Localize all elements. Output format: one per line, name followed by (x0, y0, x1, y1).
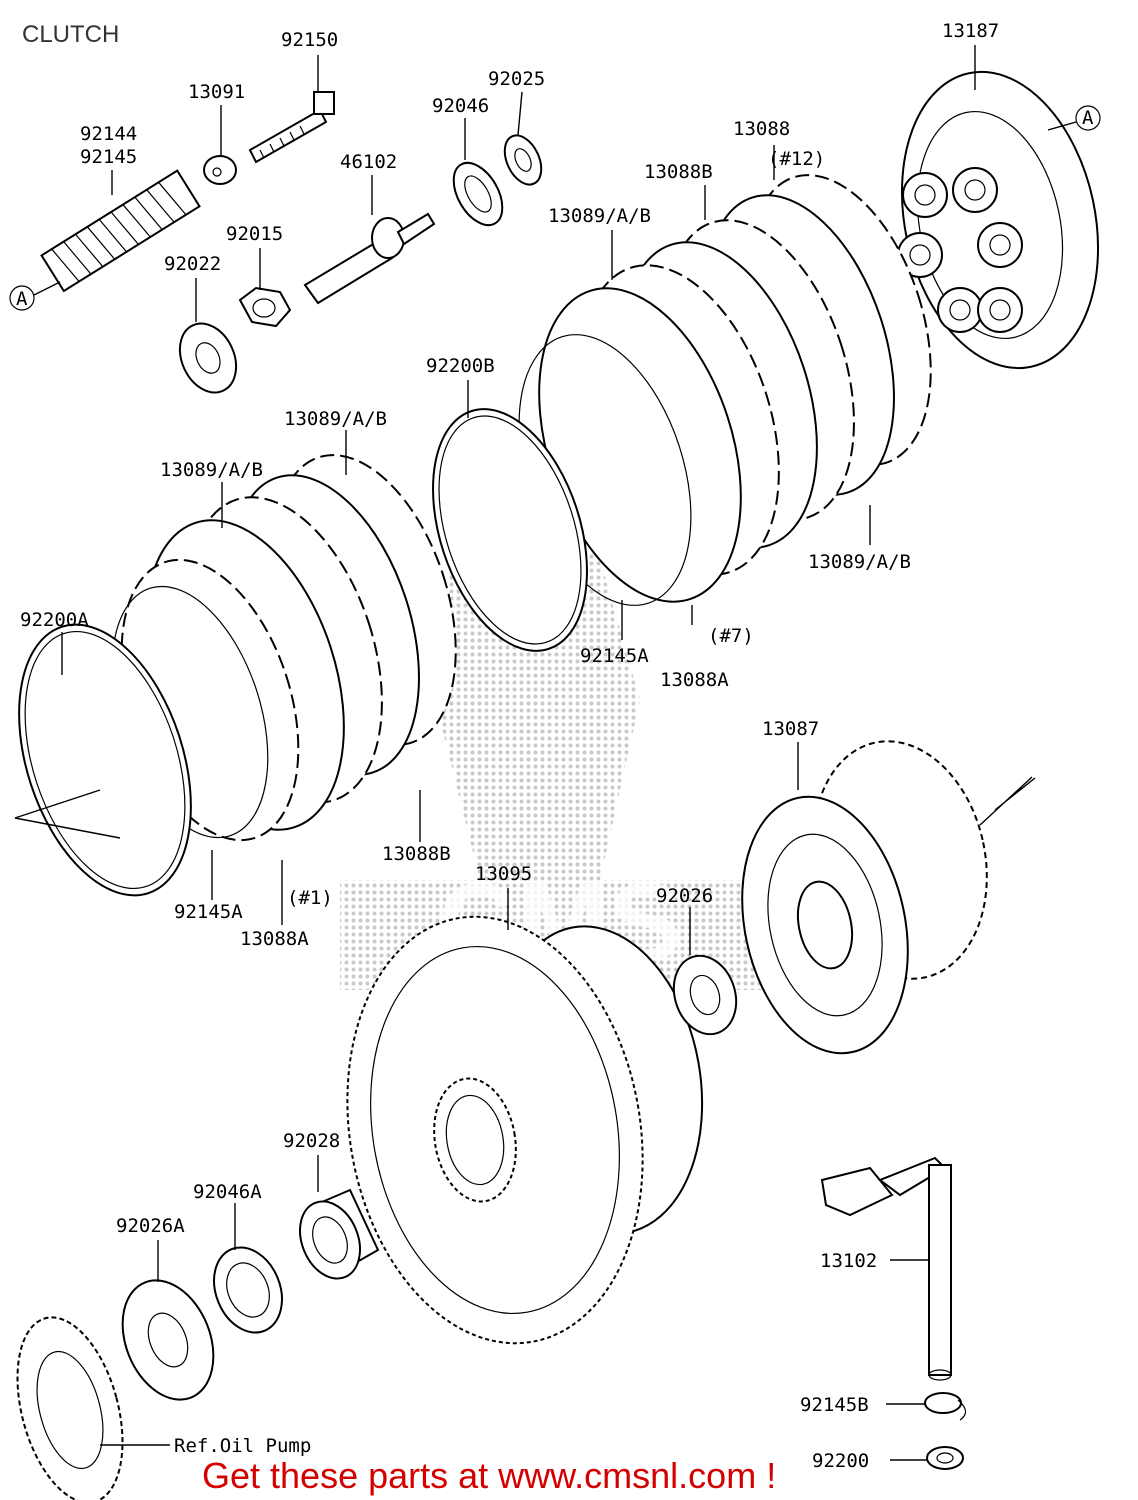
clutch-housing-13095[interactable] (315, 893, 726, 1367)
bolt-92150[interactable] (248, 91, 335, 164)
label-92145[interactable]: 92145 (80, 146, 137, 168)
pressure-plate-13187[interactable] (876, 54, 1124, 387)
nut-92015[interactable] (238, 286, 292, 328)
oil-pump-gear[interactable] (0, 1306, 141, 1500)
label-92145A-low[interactable]: 92145A (174, 901, 243, 923)
label-13088B-top[interactable]: 13088B (644, 161, 713, 183)
label-92026A[interactable]: 92026A (116, 1215, 185, 1237)
label-92200[interactable]: 92200 (812, 1450, 869, 1472)
release-shaft-13102[interactable] (820, 1156, 952, 1381)
label-ref-a-left: A (16, 288, 28, 310)
label-13102[interactable]: 13102 (820, 1250, 877, 1272)
axis-line-right (979, 776, 1036, 826)
label-92046A[interactable]: 92046A (193, 1181, 262, 1203)
label-13089-right[interactable]: 13089/A/B (808, 551, 911, 573)
push-rod-46102[interactable] (303, 212, 436, 305)
washer-92022[interactable] (169, 314, 247, 401)
washer-92026[interactable] (664, 948, 746, 1043)
label-92200B[interactable]: 92200B (426, 355, 495, 377)
promo-link[interactable]: Get these parts at www.cmsnl.com ! (202, 1455, 776, 1496)
spring-92144[interactable] (40, 169, 201, 293)
ring-92200B[interactable] (405, 389, 615, 670)
label-13088B-low[interactable]: 13088B (382, 843, 451, 865)
label-ref-oil-pump: Ref.Oil Pump (174, 1435, 311, 1457)
label-qty-7: (#7) (708, 625, 754, 647)
label-13089-mid[interactable]: 13089/A/B (284, 408, 387, 430)
label-46102[interactable]: 46102 (340, 151, 397, 173)
pin-13091[interactable] (203, 155, 237, 185)
label-13095[interactable]: 13095 (475, 863, 532, 885)
label-qty-12: (#12) (768, 148, 825, 170)
upper-clutch-plate-stack[interactable] (488, 152, 965, 627)
callout-labels: 92150 13091 92144 92145 A 46102 92046 92… (16, 20, 1094, 1472)
label-13088A-low[interactable]: 13088A (240, 928, 309, 950)
label-13088[interactable]: 13088 (733, 118, 790, 140)
label-13087[interactable]: 13087 (762, 718, 819, 740)
axis-line-left (14, 789, 121, 839)
label-92145B[interactable]: 92145B (800, 1394, 869, 1416)
label-13089-left[interactable]: 13089/A/B (160, 459, 263, 481)
label-13089-top[interactable]: 13089/A/B (548, 205, 651, 227)
washer-92200[interactable] (926, 1446, 964, 1470)
leader-lines (9, 45, 1101, 1461)
label-92046[interactable]: 92046 (432, 95, 489, 117)
label-13187[interactable]: 13187 (942, 20, 999, 42)
sleeve-92028[interactable] (289, 1188, 380, 1288)
label-92028[interactable]: 92028 (283, 1130, 340, 1152)
label-92026[interactable]: 92026 (656, 885, 713, 907)
label-92200A[interactable]: 92200A (20, 609, 89, 631)
bearing-92046[interactable] (444, 155, 513, 234)
washer-92025[interactable] (498, 130, 549, 191)
label-13088A-mid[interactable]: 13088A (660, 669, 729, 691)
label-92015[interactable]: 92015 (226, 223, 283, 245)
label-92145A-mid[interactable]: 92145A (580, 645, 649, 667)
label-13091[interactable]: 13091 (188, 81, 245, 103)
washer-92026A[interactable] (106, 1267, 230, 1413)
clutch-hub-13087[interactable] (720, 725, 1008, 1069)
needle-bearing-92046A[interactable] (202, 1237, 294, 1343)
spring-clip-92145B[interactable] (924, 1392, 967, 1421)
label-ref-a-right: A (1082, 107, 1094, 129)
label-92025[interactable]: 92025 (488, 68, 545, 90)
label-92144[interactable]: 92144 (80, 123, 137, 145)
label-92022[interactable]: 92022 (164, 253, 221, 275)
page-title: CLUTCH (22, 21, 119, 48)
label-92150[interactable]: 92150 (281, 29, 338, 51)
label-qty-1: (#1) (287, 887, 333, 909)
